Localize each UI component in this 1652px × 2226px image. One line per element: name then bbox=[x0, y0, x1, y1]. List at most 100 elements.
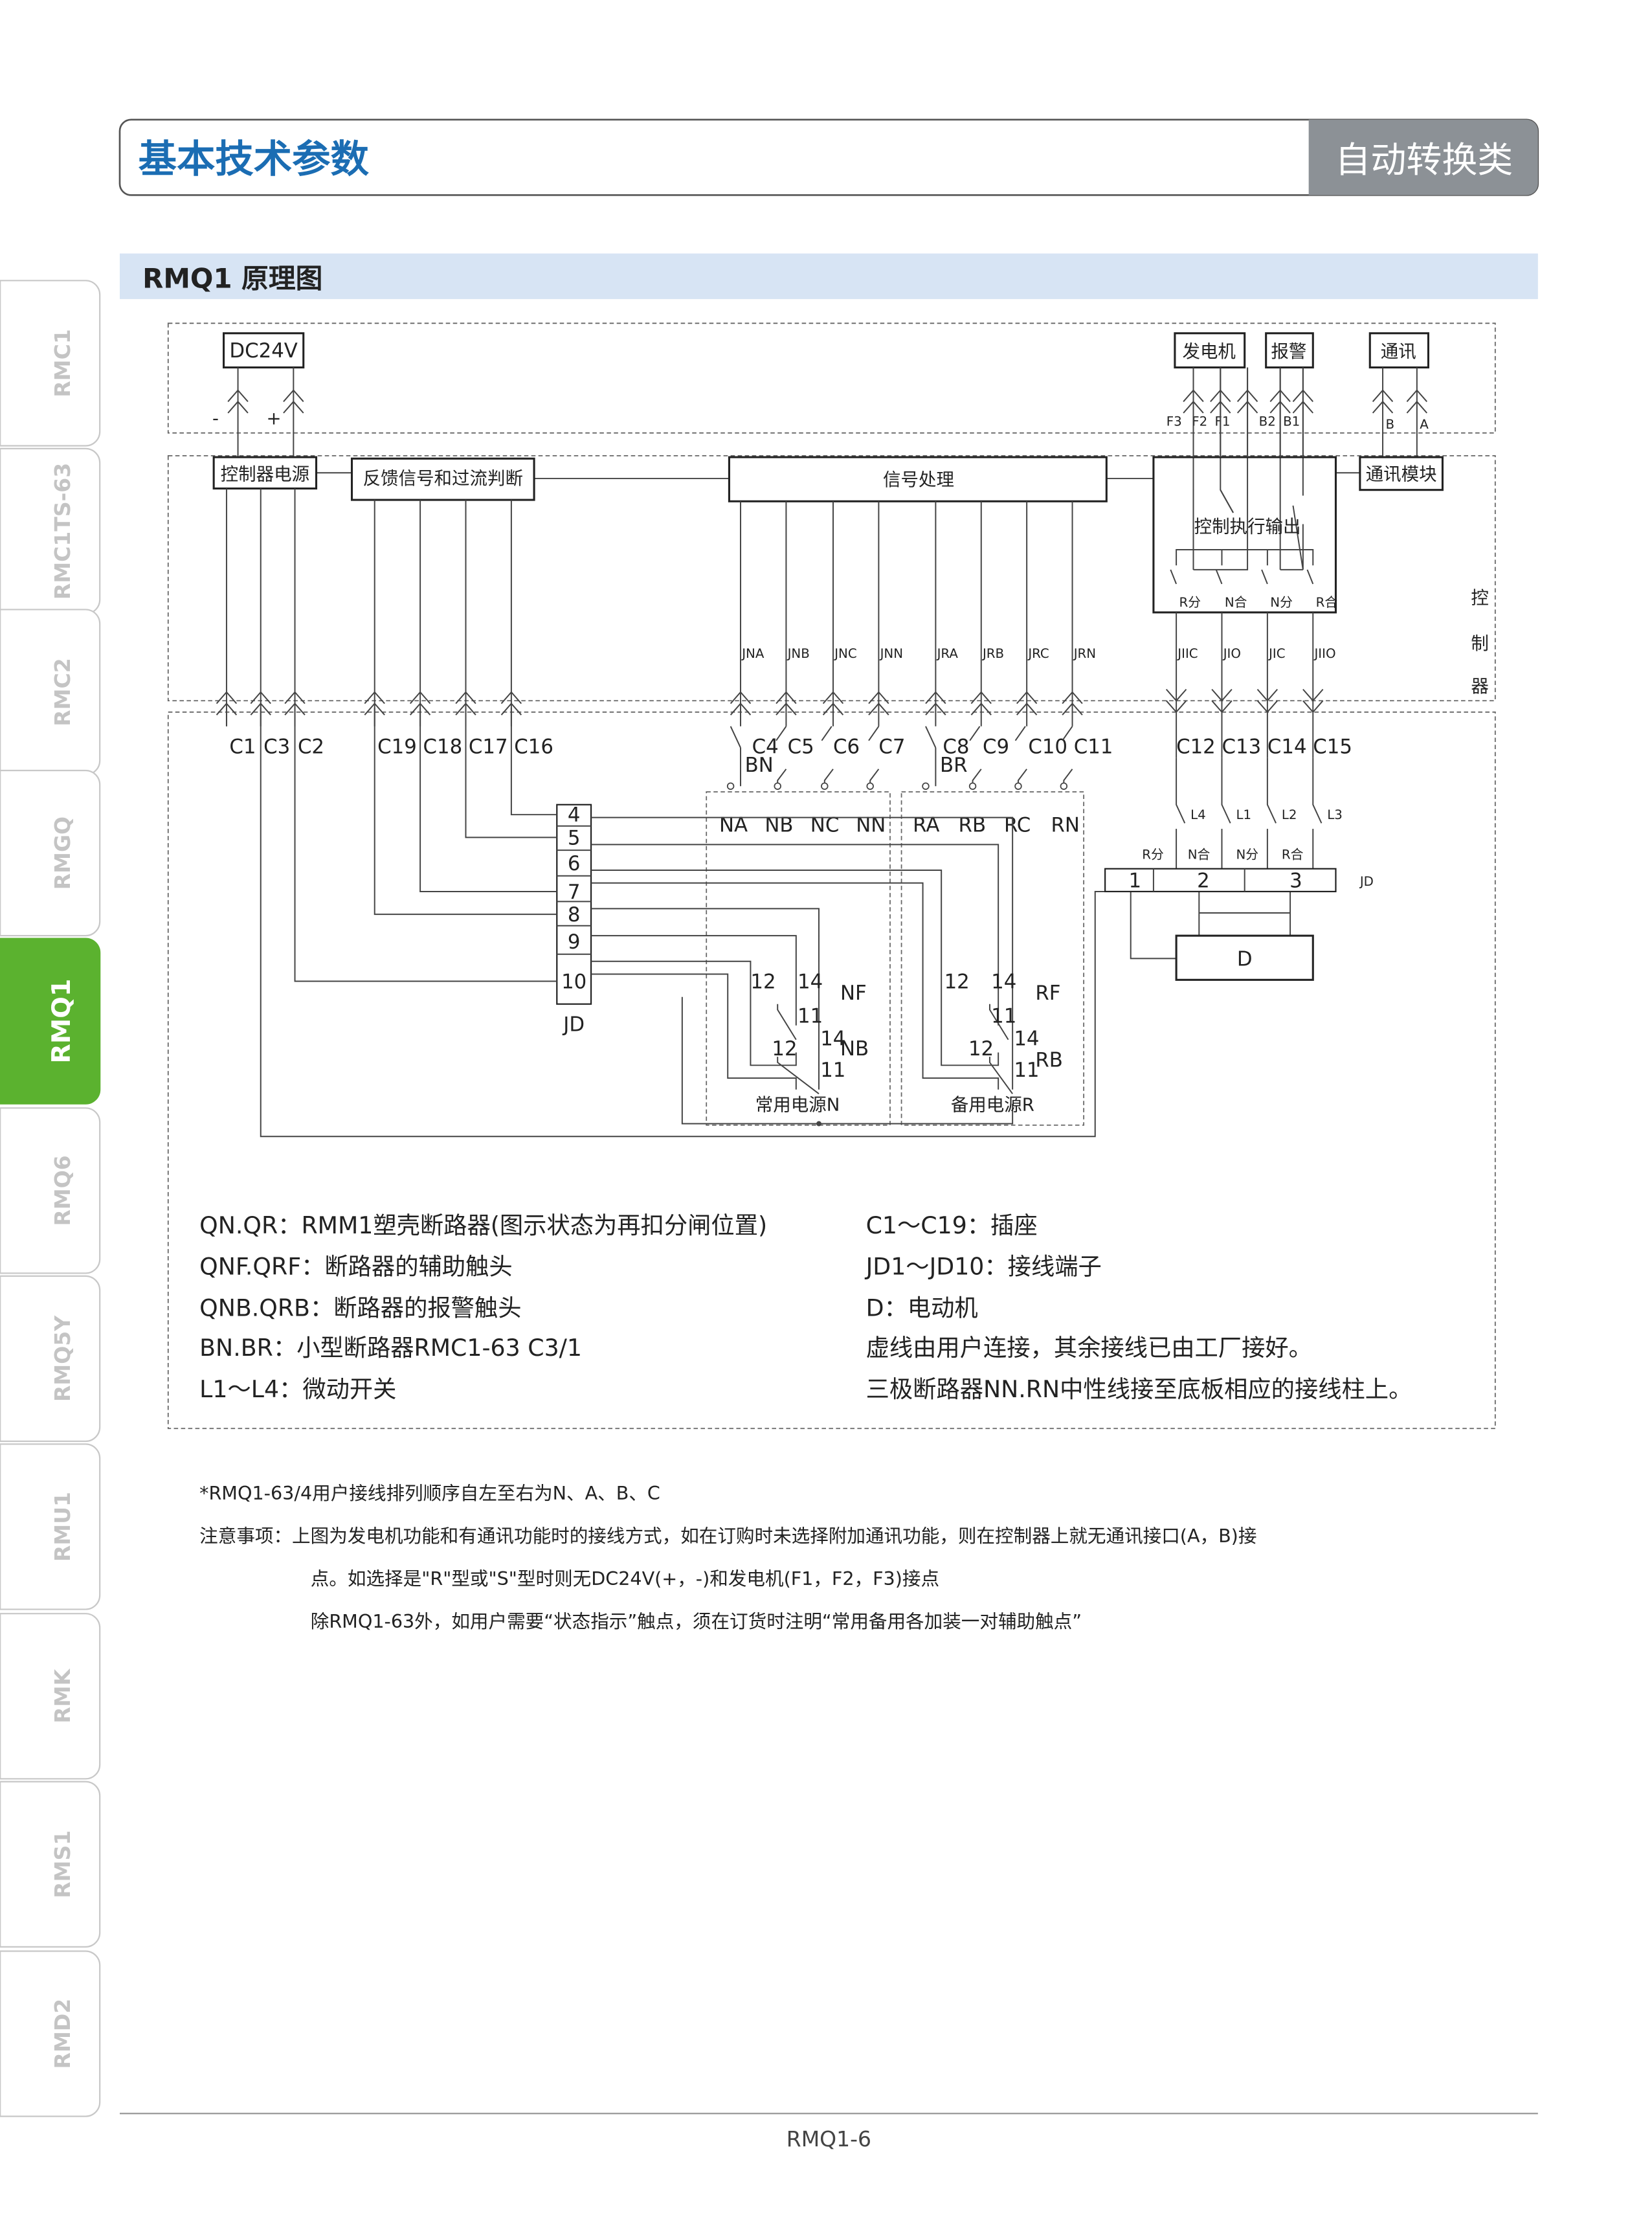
nb-12: 12 bbox=[772, 1037, 797, 1061]
sidebar-tab-rmd2[interactable]: RMD2 bbox=[0, 1950, 101, 2117]
pin-b1: B1 bbox=[1283, 414, 1300, 429]
sidebar-tab-label: RMU1 bbox=[50, 1492, 75, 1562]
connector-icon bbox=[1302, 688, 1324, 714]
socket-label: C3 bbox=[263, 736, 290, 759]
output-line-label: JIO bbox=[1222, 646, 1241, 661]
jd2-r-open: R分 bbox=[1142, 847, 1164, 862]
contact-n-close: N合 bbox=[1225, 595, 1247, 610]
connector-icon bbox=[970, 691, 992, 715]
legend-item: C1～C19：插座 bbox=[866, 1211, 1038, 1239]
signal-line-label: JNA bbox=[741, 646, 765, 661]
socket-label: C15 bbox=[1313, 736, 1352, 759]
sidebar-tab-label: RMS1 bbox=[50, 1830, 75, 1898]
rf-14: 14 bbox=[991, 971, 1016, 994]
socket-label: C1 bbox=[229, 736, 256, 759]
socket-label: C2 bbox=[298, 736, 324, 759]
jd2-label: JD bbox=[1359, 874, 1374, 889]
socket-label: C8 bbox=[943, 736, 969, 759]
contact-r-open: R分 bbox=[1179, 595, 1201, 610]
sidebar-tab-label: RMQ1 bbox=[47, 979, 76, 1064]
legend-item: QNF.QRF：断路器的辅助触头 bbox=[199, 1253, 512, 1281]
note-wiring-order: *RMQ1-63/4用户接线排列顺序自左至右为N、A、B、C bbox=[199, 1482, 660, 1504]
sidebar-tab-rmu1[interactable]: RMU1 bbox=[0, 1443, 101, 1610]
nf-14: 14 bbox=[798, 971, 823, 994]
sidebar-tab-label: RMQ6 bbox=[50, 1155, 75, 1226]
sidebar-tab-rmk[interactable]: RMK bbox=[0, 1613, 101, 1780]
switch-l1: L1 bbox=[1236, 807, 1251, 822]
page-number: RMQ1-6 bbox=[787, 2126, 871, 2152]
socket-label: C6 bbox=[833, 736, 860, 759]
sidebar-tab-rmc1ts-63[interactable]: RMC1TS-63 bbox=[0, 447, 101, 615]
signal-line-label: JNN bbox=[879, 646, 903, 661]
plus-label: + bbox=[267, 408, 282, 429]
jd-row-label: 8 bbox=[568, 903, 581, 927]
feedback-box bbox=[350, 457, 535, 501]
sidebar-tab-rmq6[interactable]: RMQ6 bbox=[0, 1107, 101, 1274]
sidebar-tab-label: RMC1TS-63 bbox=[50, 463, 75, 600]
note-caution-1: 注意事项：上图为发电机功能和有通讯功能时的接线方式，如在订购时未选择附加通讯功能… bbox=[199, 1525, 1256, 1547]
connector-icon bbox=[1372, 389, 1394, 414]
pin-f2: F2 bbox=[1192, 414, 1207, 429]
sidebar-tab-label: RMQ5Y bbox=[50, 1315, 75, 1402]
sidebar-tab-rmc2[interactable]: RMC2 bbox=[0, 609, 101, 776]
switch-zone bbox=[167, 711, 1496, 1430]
signal-processing-label: 信号处理 bbox=[883, 469, 954, 490]
controller-zone bbox=[167, 455, 1496, 702]
dc24v-label: DC24V bbox=[229, 339, 297, 363]
motor-label: D bbox=[1237, 947, 1253, 971]
generator-label: 发电机 bbox=[1182, 341, 1235, 362]
controller-label-1: 控 bbox=[1471, 588, 1489, 609]
jd2-r-close: R合 bbox=[1282, 847, 1304, 862]
sidebar-tab-rmq5y[interactable]: RMQ5Y bbox=[0, 1275, 101, 1443]
sidebar-tab-rmc1[interactable]: RMC1 bbox=[0, 280, 101, 447]
note-caution-2: 点。如选择是"R"型或"S"型时则无DC24V(+，-)和发电机(F1，F2，F… bbox=[311, 1568, 939, 1590]
alarm-label: 报警 bbox=[1271, 341, 1306, 362]
sidebar-tab-rmq1[interactable]: RMQ1 bbox=[0, 938, 101, 1105]
legend-item: 三极断路器NN.RN中性线接至底板相应的接线柱上。 bbox=[866, 1375, 1412, 1403]
socket-label: C13 bbox=[1222, 736, 1261, 759]
connector-icon bbox=[283, 389, 304, 414]
signal-line-label: JRN bbox=[1073, 646, 1096, 661]
sidebar-tab-label: RMC1 bbox=[50, 329, 75, 397]
sidebar-tab-rmgq[interactable]: RMGQ bbox=[0, 769, 101, 937]
control-output-label: 控制执行输出 bbox=[1194, 517, 1301, 537]
signal-line-label: JRA bbox=[936, 646, 959, 661]
nf-label: NF bbox=[840, 982, 867, 1005]
dc24v-box bbox=[223, 332, 305, 369]
bn-label: BN bbox=[745, 754, 774, 777]
sidebar-tab-label: RMK bbox=[50, 1668, 75, 1723]
connector-icon bbox=[1183, 389, 1204, 414]
jd2-term-3: 3 bbox=[1289, 869, 1302, 892]
jd2-term-2: 2 bbox=[1197, 869, 1210, 892]
connector-icon bbox=[1062, 691, 1083, 715]
pin-a: A bbox=[1420, 417, 1429, 432]
backup-source-label: 备用电源R bbox=[951, 1095, 1034, 1116]
jd-row-label: 7 bbox=[568, 881, 581, 904]
rb-label: RB bbox=[1035, 1049, 1063, 1072]
minus-label: - bbox=[212, 408, 219, 429]
connector-icon bbox=[284, 691, 306, 715]
signal-line-label: JRB bbox=[981, 646, 1004, 661]
jd2-term-1: 1 bbox=[1129, 869, 1142, 892]
connector-icon bbox=[216, 691, 238, 715]
jd2-n-close: N合 bbox=[1188, 847, 1211, 862]
generator-box bbox=[1174, 332, 1246, 369]
legend-item: QNB.QRB：断路器的报警触头 bbox=[199, 1294, 521, 1321]
socket-label: C14 bbox=[1267, 736, 1307, 759]
contact-r-close: R合 bbox=[1316, 595, 1338, 610]
connector-icon bbox=[409, 691, 431, 715]
backup-phase-label: RN bbox=[1051, 814, 1080, 837]
legend-item: JD1～JD10：接线端子 bbox=[865, 1253, 1102, 1281]
sidebar-tab-rms1[interactable]: RMS1 bbox=[0, 1781, 101, 1948]
nf-11: 11 bbox=[798, 1004, 823, 1028]
comm-module-label: 通讯模块 bbox=[1366, 464, 1437, 484]
nb-14: 14 bbox=[820, 1028, 845, 1051]
connector-icon bbox=[868, 691, 889, 715]
pin-b2: B2 bbox=[1259, 414, 1276, 429]
connector-icon bbox=[455, 691, 476, 715]
connector-icon bbox=[364, 691, 385, 715]
connector-icon bbox=[250, 691, 271, 715]
comm-box bbox=[1368, 332, 1429, 369]
socket-label: C7 bbox=[878, 736, 905, 759]
page-header: 基本技术参数 自动转换类 bbox=[118, 118, 1539, 196]
